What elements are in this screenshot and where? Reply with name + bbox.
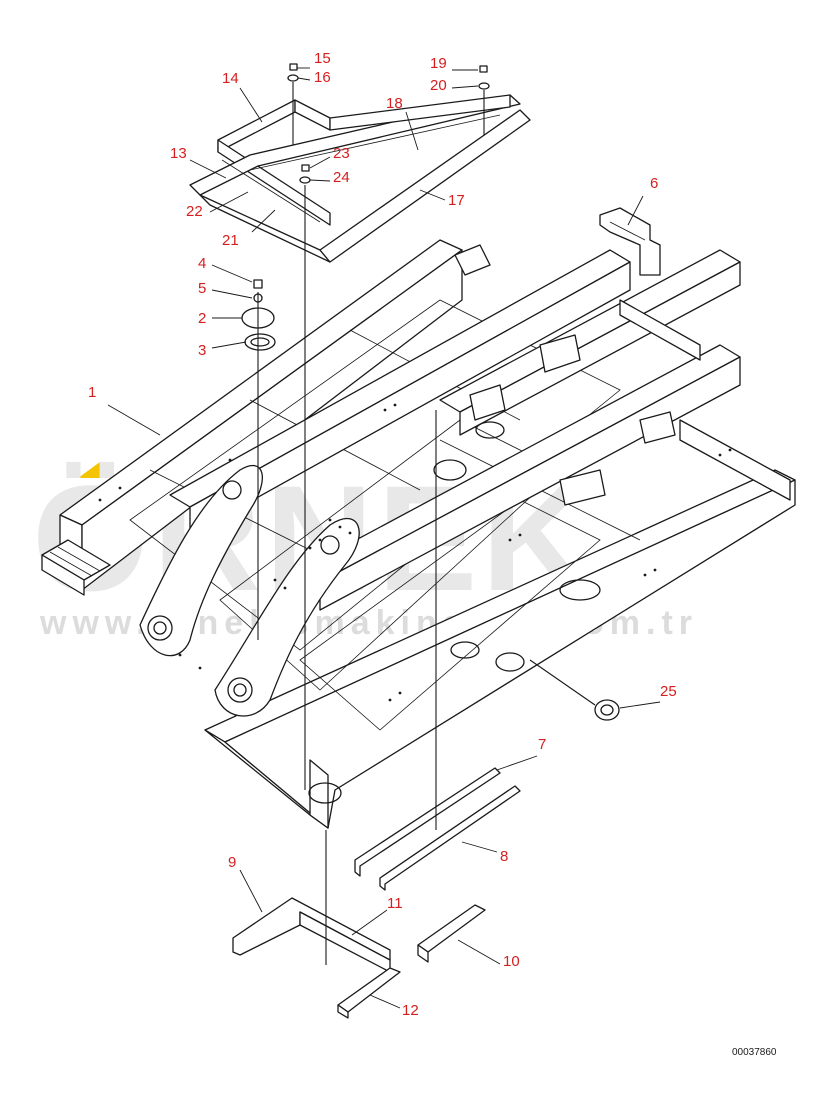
callout-3: 3 xyxy=(198,342,206,359)
top-cover-assembly xyxy=(189,94,531,263)
part-6-bracket xyxy=(599,207,661,276)
main-frame xyxy=(41,239,796,829)
callout-1: 1 xyxy=(88,384,96,401)
callout-17: 17 xyxy=(448,192,465,209)
frame-bolt-holes xyxy=(98,403,732,702)
callout-4: 4 xyxy=(198,255,206,272)
callout-9: 9 xyxy=(228,854,236,871)
callout-13: 13 xyxy=(170,145,187,162)
drawing-reference-code: 00037860 xyxy=(732,1047,777,1058)
callout-5: 5 xyxy=(198,280,206,297)
watermark-accent-triangle xyxy=(78,462,108,478)
callout-12: 12 xyxy=(402,1002,419,1019)
assembly-axis-lines xyxy=(257,82,596,965)
plate-parts-9-10-11-12 xyxy=(232,897,486,1019)
callout-18: 18 xyxy=(386,95,403,112)
leader-lines xyxy=(107,67,661,1009)
callout-11: 11 xyxy=(387,895,403,912)
callout-23: 23 xyxy=(333,145,350,162)
callout-25: 25 xyxy=(660,683,677,700)
callout-20: 20 xyxy=(430,77,447,94)
fasteners xyxy=(287,63,490,184)
callout-21: 21 xyxy=(222,232,239,249)
callout-24: 24 xyxy=(333,169,350,186)
callout-6: 6 xyxy=(650,175,658,192)
callout-19: 19 xyxy=(430,55,447,72)
callout-16: 16 xyxy=(314,69,331,86)
part-25-seal xyxy=(594,699,620,721)
callout-22: 22 xyxy=(186,203,203,220)
callout-10: 10 xyxy=(503,953,520,970)
strip-parts-7-8 xyxy=(354,767,521,891)
callout-15: 15 xyxy=(314,50,331,67)
callout-7: 7 xyxy=(538,736,546,753)
callout-14: 14 xyxy=(222,70,239,87)
callout-2: 2 xyxy=(198,310,206,327)
callout-labels: 1 2 3 4 5 6 7 8 9 10 11 12 13 14 15 16 1… xyxy=(88,50,677,1019)
callout-8: 8 xyxy=(500,848,508,865)
